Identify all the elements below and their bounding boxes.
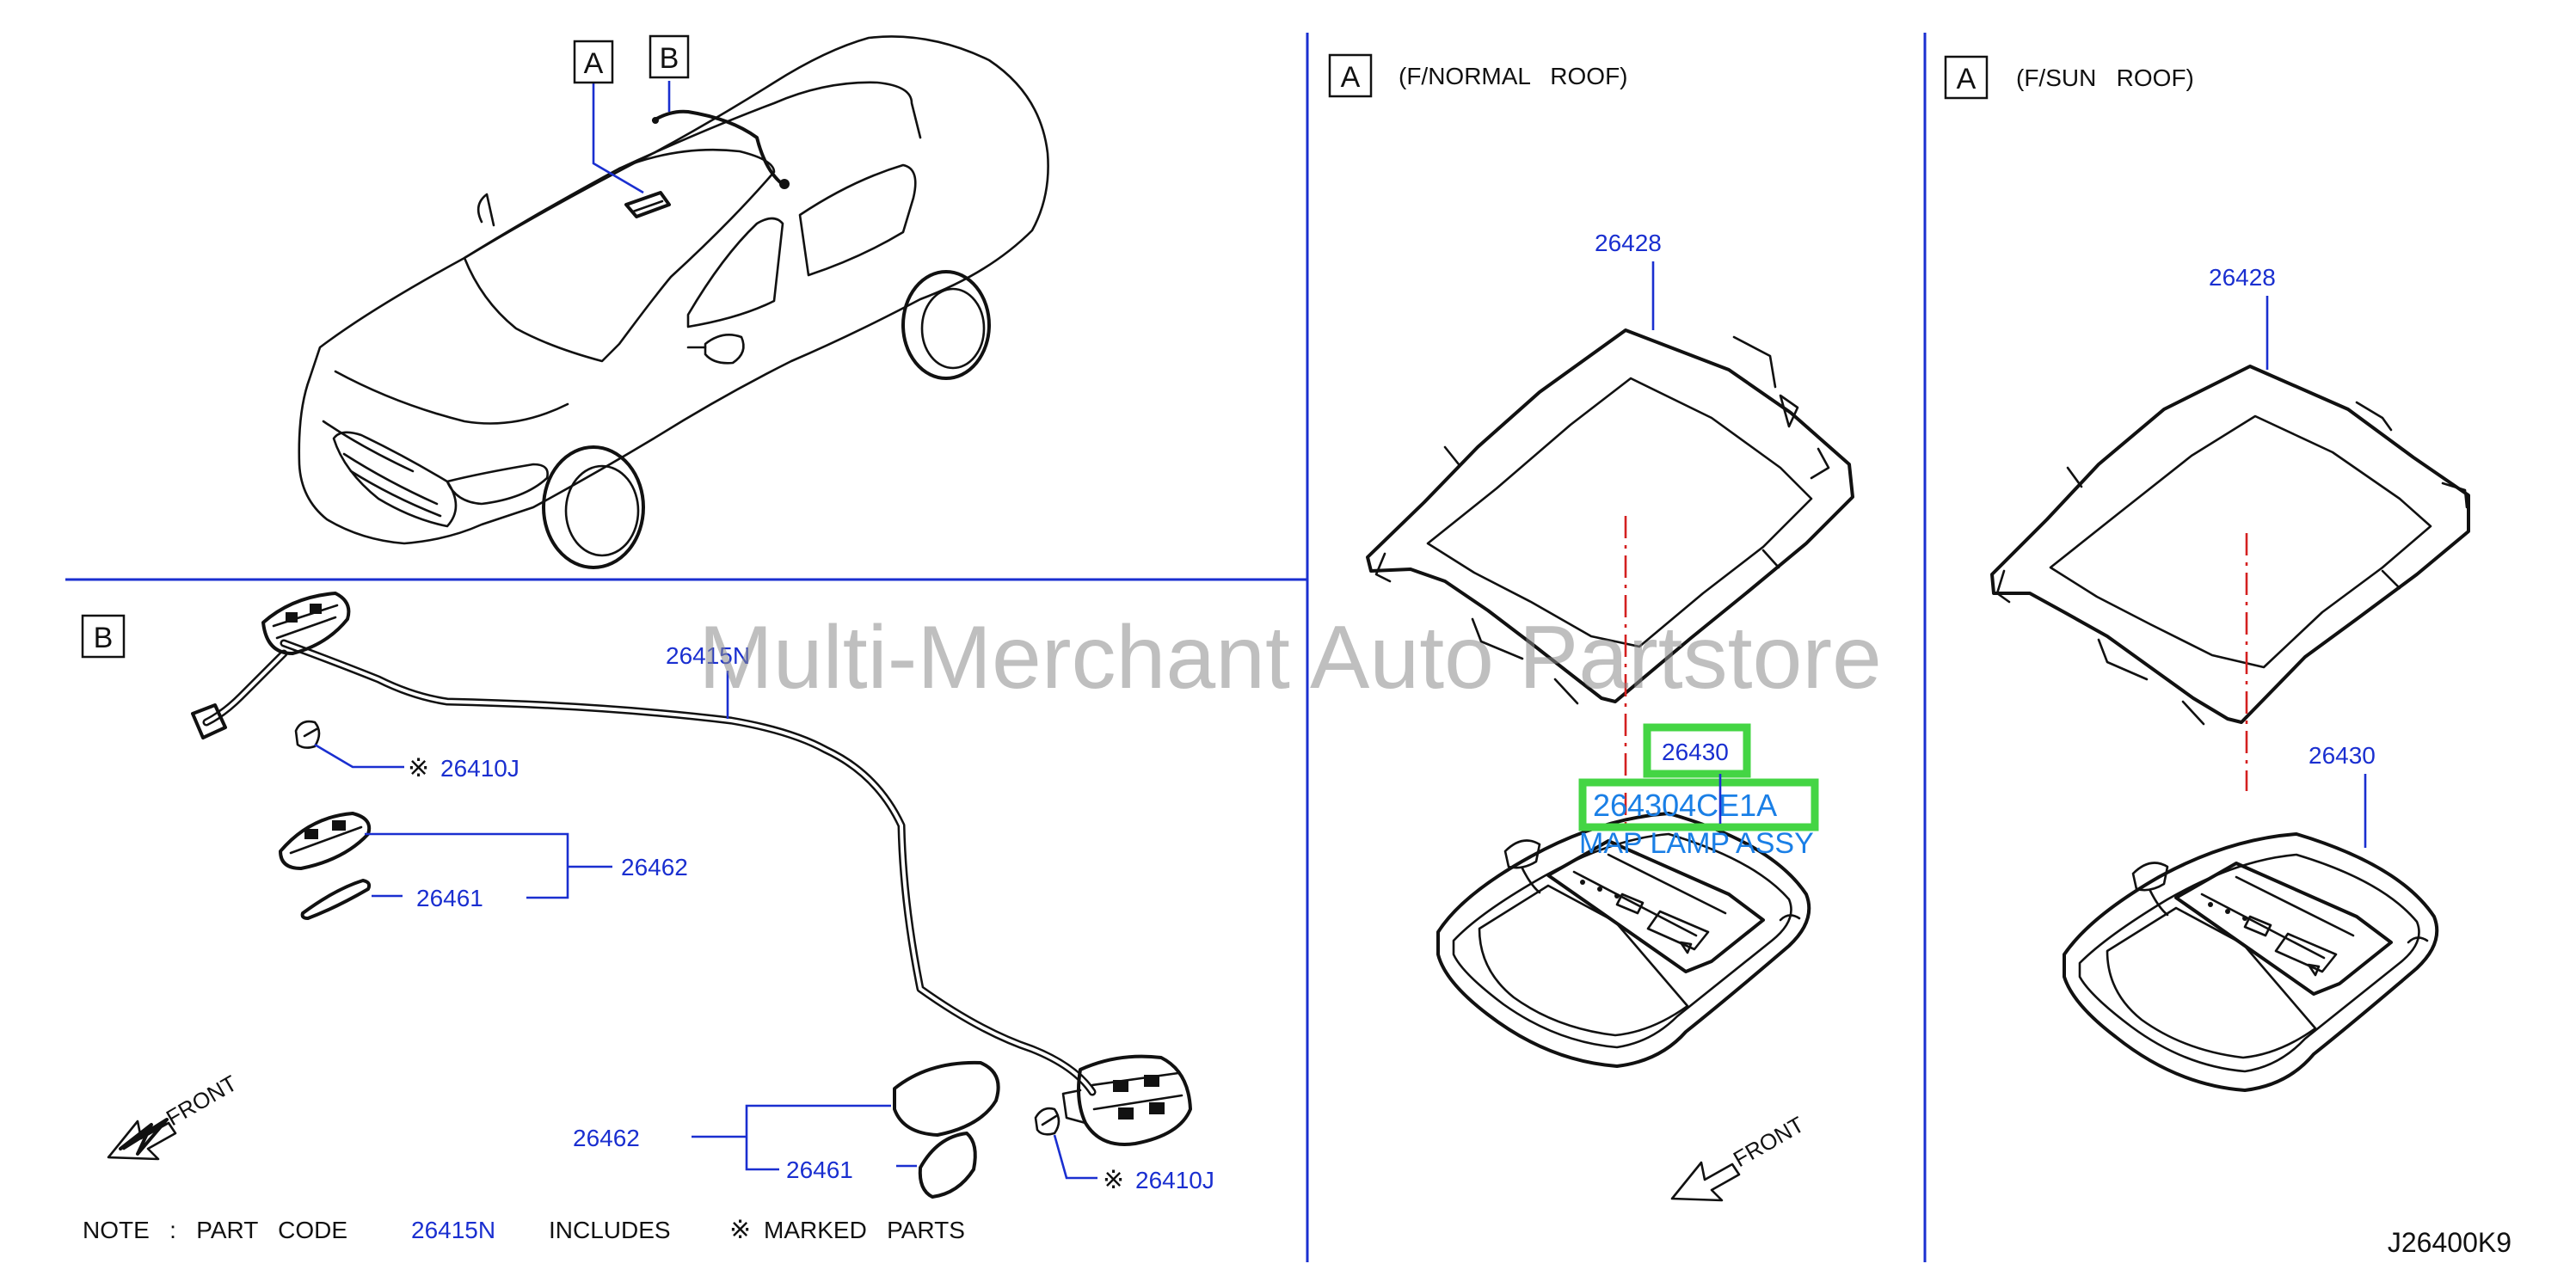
top-lamp-unit	[261, 592, 351, 655]
highlight-26430-box	[1643, 723, 1751, 778]
map-lamp-normal-roof	[1436, 812, 1811, 1068]
note-includes: INCLUDES	[549, 1217, 671, 1243]
section-b-label: B	[94, 622, 114, 654]
bottom-lamp-unit	[1061, 1054, 1192, 1146]
harness-cable	[191, 639, 1097, 1096]
diagram-id: J26400K9	[2388, 1227, 2511, 1258]
callout-26462-top: 26462	[621, 854, 688, 880]
bulb-bottom	[1034, 1107, 1061, 1136]
bulb-bottom-mark: ※	[1103, 1166, 1124, 1194]
front-label-right: FRONT	[1729, 1111, 1809, 1172]
car-tag-b-box	[649, 34, 690, 79]
front-label-left: FRONT	[162, 1070, 242, 1131]
car-tag-a: A	[584, 47, 604, 80]
highlight-part-name: MAP LAMP ASSY	[1579, 827, 1814, 860]
callout-26428-normal: 26428	[1595, 230, 1662, 256]
callout-26415n: 26415N	[666, 642, 750, 669]
bracket-normal-roof	[1366, 328, 1854, 705]
front-arrow-right: FRONT	[1670, 1111, 1809, 1202]
callout-26428-sun: 26428	[2209, 264, 2276, 291]
watermark: Multi-Merchant Auto Partstore	[698, 608, 1882, 708]
note-mark: ※	[729, 1216, 751, 1244]
map-lamp-sun-roof	[2063, 832, 2439, 1092]
callout-26410j-top: 26410J	[440, 755, 520, 782]
front-arrow-left: FRONT	[107, 1070, 242, 1161]
lamp-top-part	[279, 812, 372, 870]
callout-26461-bottom: 26461	[786, 1156, 853, 1183]
lens-top-part	[300, 879, 372, 920]
sun-roof-title: (F/SUN ROOF)	[2016, 64, 2194, 91]
callout-26430-normal: 26430	[1662, 739, 1729, 765]
highlight-part-number: 264304CE1A	[1593, 788, 1777, 823]
bulb-top	[294, 720, 321, 749]
callout-26430-sun: 26430	[2309, 742, 2376, 769]
section-a-normal-box	[1328, 53, 1373, 98]
car-tag-a-box	[573, 40, 614, 84]
callout-26461-top: 26461	[416, 885, 483, 911]
section-a-sun-label: A	[1957, 63, 1977, 95]
section-a-sun-box	[1944, 55, 1989, 100]
bracket-sun-roof	[1990, 365, 2470, 726]
normal-roof-title: (F/NORMAL ROOF)	[1399, 63, 1628, 89]
note-prefix: NOTE : PART CODE	[83, 1217, 347, 1243]
callout-26410j-bottom: 26410J	[1135, 1167, 1214, 1193]
car-illustration	[298, 35, 1049, 569]
section-a-normal-label: A	[1341, 61, 1361, 94]
car-tag-b: B	[660, 42, 679, 75]
callout-26462-bottom: 26462	[573, 1125, 640, 1151]
highlight-part-number-box	[1578, 778, 1819, 831]
bulb-top-mark: ※	[408, 754, 429, 782]
note-suffix: MARKED PARTS	[764, 1217, 965, 1243]
note-code: 26415N	[411, 1217, 495, 1243]
section-b-box	[81, 614, 126, 659]
lamp-bottom-part	[893, 1060, 1000, 1137]
lens-bottom-part	[918, 1132, 977, 1199]
